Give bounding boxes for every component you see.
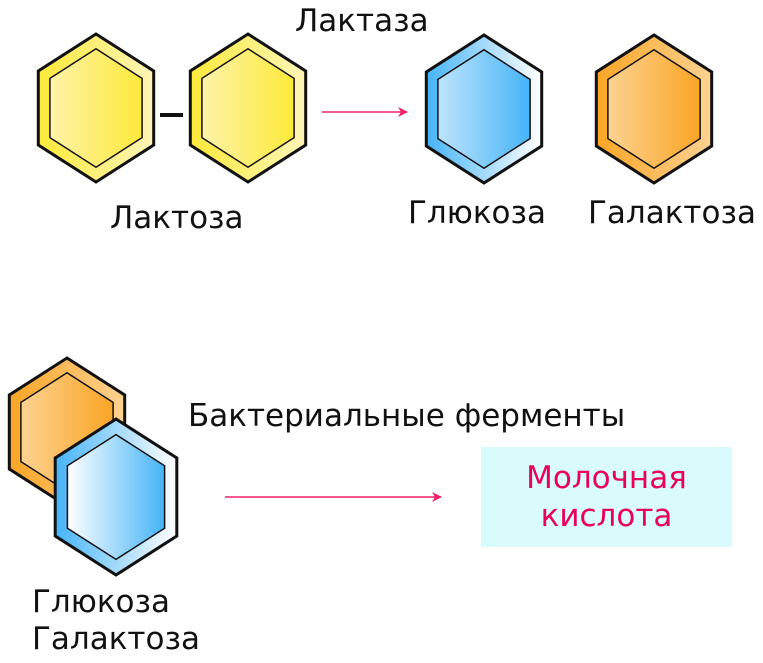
lactic-acid-box: Молочная кислота <box>481 447 732 547</box>
bottom-glucose-hexagon <box>53 417 179 577</box>
bottom-glucose-label: Глюкоза <box>32 584 170 620</box>
galactose-hexagon-inner <box>607 48 701 170</box>
glucose-label: Глюкоза <box>408 195 546 231</box>
lactic-acid-line1: Молочная <box>526 460 687 496</box>
bottom-galactose-label: Галактоза <box>32 621 200 657</box>
bottom-glucose-hexagon-inner <box>66 433 166 561</box>
lactic-acid-line2: кислота <box>540 498 673 534</box>
galactose-label: Галактоза <box>588 195 756 231</box>
galactose-hexagon <box>594 33 714 185</box>
lactose-label: Лактоза <box>110 200 244 236</box>
glucose-hexagon <box>424 33 544 185</box>
glucose-hexagon-inner <box>437 48 531 170</box>
lactose-hexagon-2 <box>188 32 308 184</box>
lactose-hexagon-2-inner <box>201 47 295 169</box>
bacterial-enzymes-label: Бактериальные ферменты <box>188 398 626 434</box>
enzyme-label: Лактаза <box>295 3 429 39</box>
lactose-hexagon-1-inner <box>49 47 143 169</box>
lactose-hexagon-1 <box>36 32 156 184</box>
